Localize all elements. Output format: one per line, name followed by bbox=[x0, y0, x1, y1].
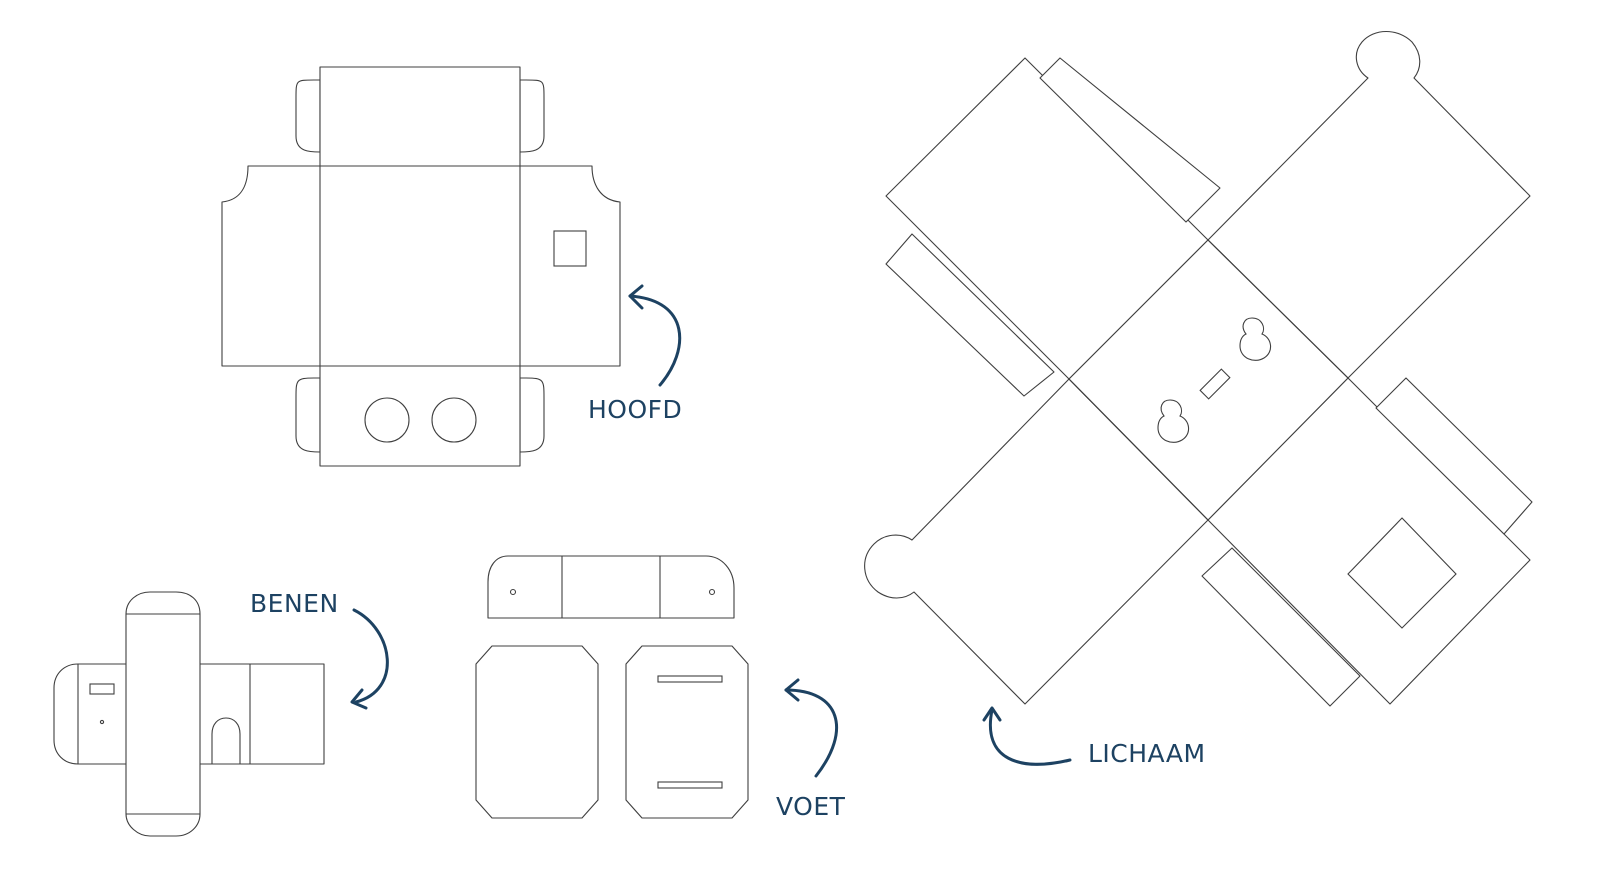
head-arrow-tip bbox=[628, 284, 644, 310]
body-panel-top-right bbox=[1207, 30, 1531, 379]
foot-arrow bbox=[784, 688, 839, 778]
head-net bbox=[221, 66, 621, 467]
body-panel-bottom-left bbox=[864, 378, 1209, 705]
body-arrow bbox=[988, 708, 1072, 766]
body-net-outline bbox=[864, 30, 1533, 707]
body-flap-bottom bbox=[1201, 547, 1361, 707]
foot-slot-bottom bbox=[657, 781, 723, 789]
head-eye-left bbox=[364, 397, 410, 443]
label-body: LICHAAM bbox=[1088, 739, 1206, 768]
foot-slot-top bbox=[657, 675, 723, 683]
legs-pin-hole bbox=[99, 719, 105, 725]
body-keyhole-bottom bbox=[1157, 399, 1190, 443]
foot-pin-hole-right bbox=[708, 588, 716, 596]
label-legs: BENEN bbox=[250, 589, 339, 618]
head-tab-top-right bbox=[519, 79, 545, 153]
body-slot bbox=[1199, 368, 1231, 400]
legs-arrow-tip bbox=[350, 688, 368, 710]
legs-panels bbox=[53, 591, 325, 837]
foot-sole-left bbox=[475, 645, 599, 819]
head-arrow bbox=[628, 294, 682, 387]
label-head: HOOFD bbox=[588, 395, 682, 424]
foot-net bbox=[475, 555, 749, 819]
head-tab-top-left bbox=[295, 79, 321, 153]
label-foot: VOET bbox=[776, 792, 846, 821]
body-flap-right bbox=[1375, 377, 1533, 535]
body-flap-top-left-a bbox=[1039, 57, 1221, 223]
head-tab-bottom-left bbox=[295, 377, 321, 453]
body-fold bbox=[1207, 239, 1349, 379]
head-tab-bottom-right bbox=[519, 377, 545, 453]
body-keyhole-top bbox=[1239, 317, 1272, 361]
foot-sole-right bbox=[625, 645, 749, 819]
foot-pin-hole-left bbox=[509, 588, 517, 596]
legs-net bbox=[53, 591, 325, 837]
legs-keyhole-notch bbox=[211, 717, 241, 765]
body-arrow-tip bbox=[982, 706, 1002, 722]
legs-arrow bbox=[352, 608, 389, 704]
arrows bbox=[350, 284, 1072, 778]
body-diamond-window bbox=[1347, 517, 1457, 629]
foot-top-strip bbox=[487, 555, 735, 619]
foot-arrow-tip bbox=[784, 678, 800, 702]
body-flap-top-left-b bbox=[885, 233, 1055, 397]
body-fold bbox=[1068, 378, 1209, 521]
head-square-window bbox=[553, 230, 587, 267]
legs-slot bbox=[89, 683, 115, 695]
head-eye-right bbox=[431, 397, 477, 443]
